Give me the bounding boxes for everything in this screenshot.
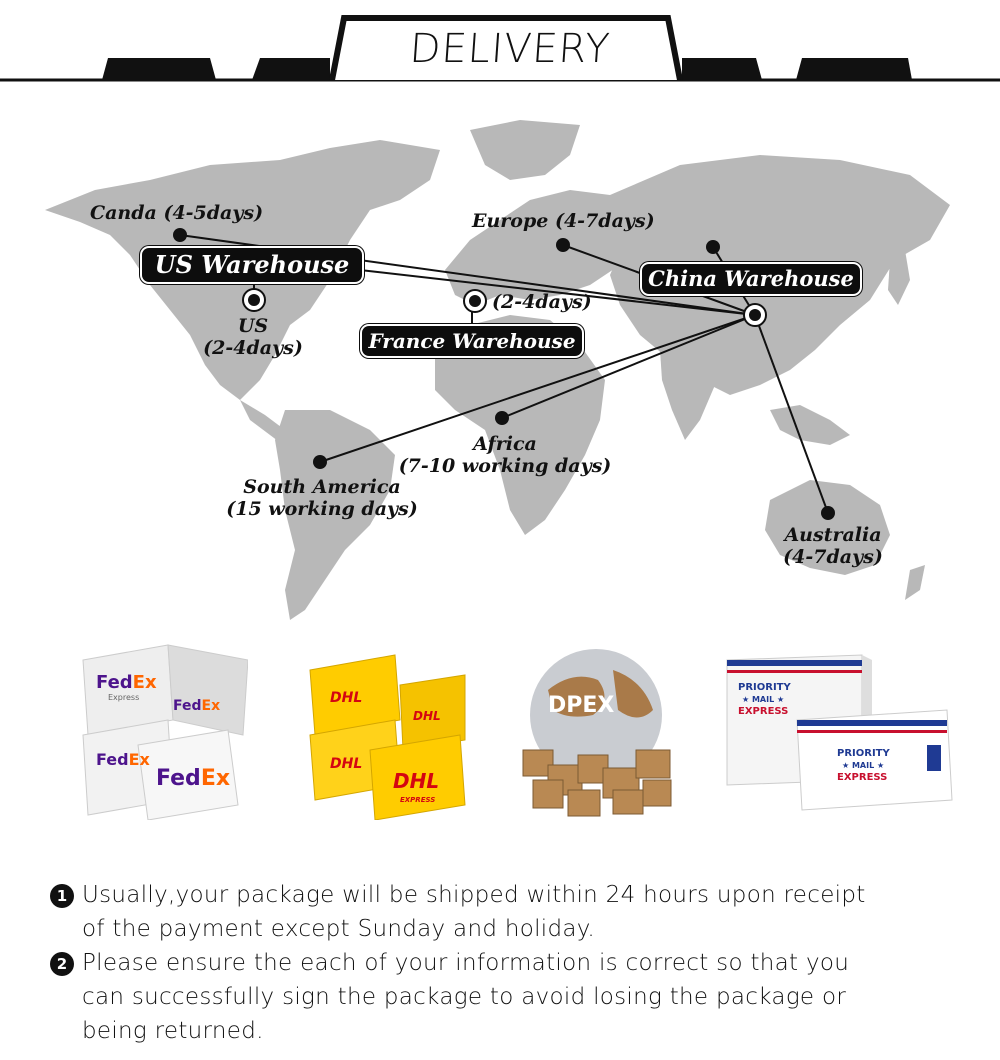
note-2-line-2: can successfully sign the package to avo… [82, 984, 847, 1010]
africa-label-line2: (7-10 working days) [398, 455, 612, 477]
usps-line2-a: ★ MAIL ★ [742, 695, 784, 704]
usps-boxes-image: PRIORITY ★ MAIL ★ EXPRESS PRIORITY ★ MAI… [722, 640, 954, 820]
europe-label: Europe (4-7days) [472, 210, 655, 232]
australia-label: Australia (4-7days) [778, 524, 888, 568]
usps-line3-a: EXPRESS [738, 706, 788, 717]
header-tabs-graphic [0, 15, 1000, 82]
dhl-logo-4: DHL [393, 769, 439, 793]
usps-line3-b: EXPRESS [837, 772, 887, 783]
south-america-label-line2: (15 working days) [226, 498, 418, 520]
carrier-logos-row: FedEx Express FedEx FedEx FedEx DHL DHL … [0, 640, 1000, 820]
france-warehouse-label: France Warehouse [362, 326, 582, 356]
australia-label-line1: Australia [784, 524, 882, 546]
note-text-2: Please ensure the each of your informati… [82, 946, 849, 1048]
dhl-logo-1: DHL [330, 690, 362, 706]
south-america-label: South America (15 working days) [222, 476, 422, 520]
africa-label: Africa (7-10 working days) [398, 433, 612, 477]
note-item: 2 Please ensure the each of your informa… [50, 946, 950, 1048]
fedex-logo-2: FedEx [173, 698, 220, 714]
shipping-notes: 1 Usually,your package will be shipped w… [50, 878, 950, 1048]
us-warehouse-label: US Warehouse [142, 248, 362, 282]
note-number-2: 2 [50, 952, 74, 976]
usps-line1-b: PRIORITY [837, 748, 890, 759]
note-2-line-3: being returned. [82, 1018, 264, 1044]
fedex-sub-1: Express [108, 693, 139, 702]
usps-line2-b: ★ MAIL ★ [842, 761, 884, 770]
note-text-1: Usually,your package will be shipped wit… [82, 878, 866, 946]
south-america-label-line1: South America [243, 476, 401, 498]
canada-label: Canda (4-5days) [90, 202, 264, 224]
fedex-boxes-image: FedEx Express FedEx FedEx FedEx [78, 640, 248, 820]
note-1-line-1: Usually,your package will be shipped wit… [82, 882, 866, 908]
fedex-logo-4: FedEx [156, 766, 230, 791]
note-2-line-1: Please ensure the each of your informati… [82, 950, 850, 976]
china-warehouse-label: China Warehouse [642, 264, 860, 294]
usps-line1-a: PRIORITY [738, 682, 791, 693]
france-delivery-label: (2-4days) [492, 291, 592, 313]
fedex-logo-3: FedEx [96, 750, 151, 769]
australia-label-line2: (4-7days) [783, 546, 883, 568]
note-item: 1 Usually,your package will be shipped w… [50, 878, 950, 946]
dpex-globe-image: DPEX [518, 640, 678, 820]
note-1-line-2: of the payment except Sunday and holiday… [82, 916, 595, 942]
dpex-logo: DPEX [548, 693, 614, 718]
page-title: DELIVERY [408, 26, 612, 72]
fedex-logo-1: FedEx [96, 672, 157, 693]
us-label-line2: (2-4days) [203, 337, 303, 359]
dhl-sub: EXPRESS [400, 796, 435, 804]
dhl-logo-2: DHL [413, 709, 441, 723]
dhl-logo-3: DHL [330, 756, 362, 772]
dhl-boxes-image: DHL DHL DHL DHL EXPRESS [305, 640, 470, 820]
us-label: US (2-4days) [200, 315, 306, 359]
note-number-1: 1 [50, 884, 74, 908]
africa-label-line1: Africa [473, 433, 537, 455]
delivery-header: DELIVERY [0, 0, 1000, 90]
world-map: US Warehouse France Warehouse China Ware… [0, 110, 1000, 630]
us-label-line1: US [237, 315, 269, 337]
